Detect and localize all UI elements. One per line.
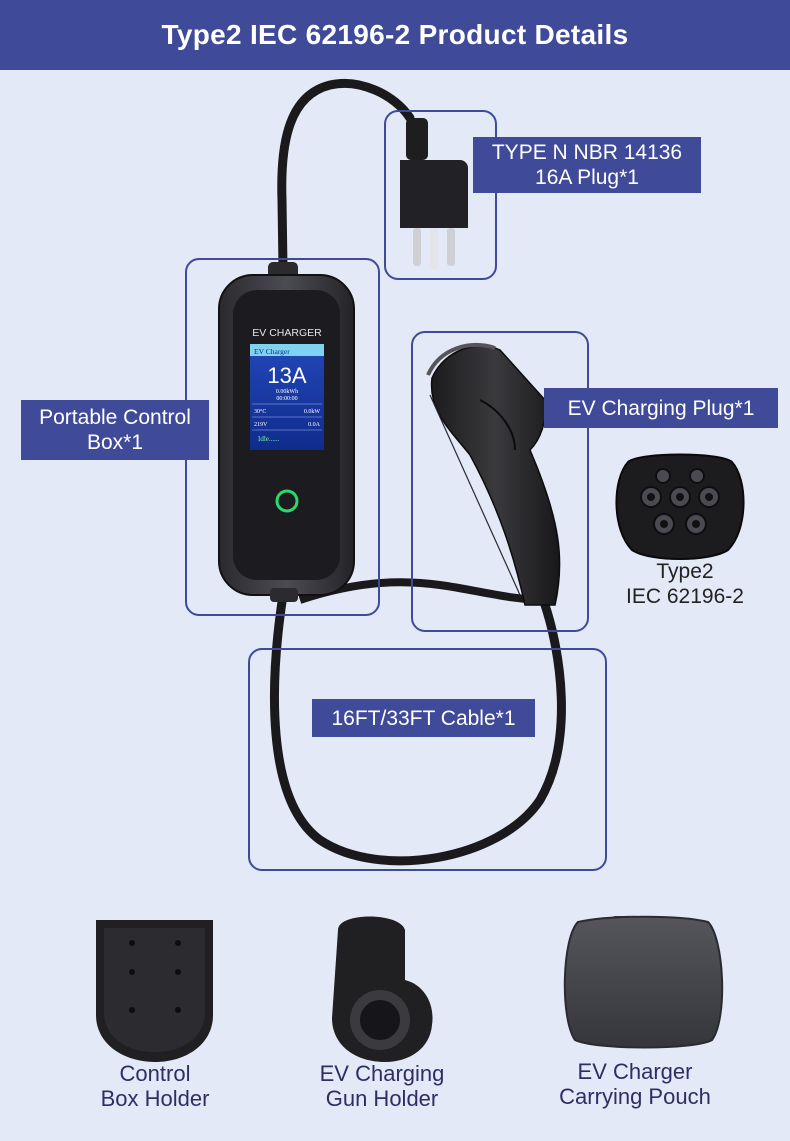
power-led-icon: [275, 489, 299, 513]
plug-label-line1: TYPE N NBR 14136: [491, 141, 683, 164]
screen-time: 00:00:00: [276, 396, 297, 402]
plug-label: TYPE N NBR 14136 16A Plug*1: [473, 137, 701, 193]
accessory-line1: Control: [119, 1061, 191, 1086]
screen-title: EV Charger: [254, 347, 290, 356]
upper-cable: [277, 79, 415, 273]
cable-frame: [248, 648, 607, 871]
screen-power: 0.0kW: [304, 409, 321, 415]
control-box-holder-icon: [96, 920, 213, 1062]
loop-cable: [270, 590, 566, 866]
carrying-pouch-icon: [563, 915, 724, 1049]
accessory-line2: Carrying Pouch: [559, 1084, 711, 1109]
accessory-caption-pouch: EV Charger Carrying Pouch: [535, 1059, 735, 1109]
connector-caption: Type2 IEC 62196-2: [605, 559, 765, 609]
screen-voltage: 219V: [254, 422, 268, 428]
plug-label-line2: 16A Plug*1: [535, 166, 639, 189]
control-box-label-line2: Box*1: [86, 431, 144, 454]
plug-frame: [384, 110, 497, 280]
accessory-caption-gun-holder: EV Charging Gun Holder: [292, 1061, 472, 1111]
screen-amps: 0.0A: [308, 422, 321, 428]
page-header: Type2 IEC 62196-2 Product Details: [0, 0, 790, 70]
control-box-label: Portable Control Box*1: [21, 400, 209, 460]
gun-frame: [411, 331, 589, 632]
nbr-plug-icon: [400, 118, 468, 270]
connector-caption-line1: Type2: [656, 560, 714, 583]
gun-label-text: EV Charging Plug*1: [567, 396, 755, 420]
connector-caption-line2: IEC 62196-2: [626, 585, 744, 608]
cable-label: 16FT/33FT Cable*1: [312, 699, 535, 737]
control-box-label-line1: Portable Control: [39, 406, 191, 429]
accessory-line1: EV Charging: [319, 1061, 445, 1086]
accessory-line2: Box Holder: [100, 1086, 210, 1111]
accessory-line2: Gun Holder: [325, 1086, 439, 1111]
screen-energy: 0.00kWh: [276, 389, 298, 395]
box-brand-text: EV CHARGER: [252, 327, 322, 339]
screen-status: Idle......: [258, 435, 280, 443]
accessory-caption-box-holder: Control Box Holder: [70, 1061, 240, 1111]
charging-gun-icon: [426, 343, 561, 606]
product-illustration: EV CHARGER EV Charger 13A 0.00kWh 00:00:…: [96, 79, 745, 1062]
control-box-frame: [185, 258, 380, 616]
screen-temp: 30°C: [254, 408, 266, 415]
screen-current: 13A: [267, 363, 306, 388]
gun-label: EV Charging Plug*1: [544, 388, 778, 428]
control-box-icon: EV CHARGER EV Charger 13A 0.00kWh 00:00:…: [218, 262, 355, 602]
gun-holder-icon: [332, 916, 433, 1062]
accessory-line1: EV Charger: [577, 1059, 693, 1084]
type2-socket-icon: [615, 453, 745, 560]
cable-label-text: 16FT/33FT Cable*1: [331, 706, 516, 730]
page-title: Type2 IEC 62196-2 Product Details: [161, 19, 629, 50]
